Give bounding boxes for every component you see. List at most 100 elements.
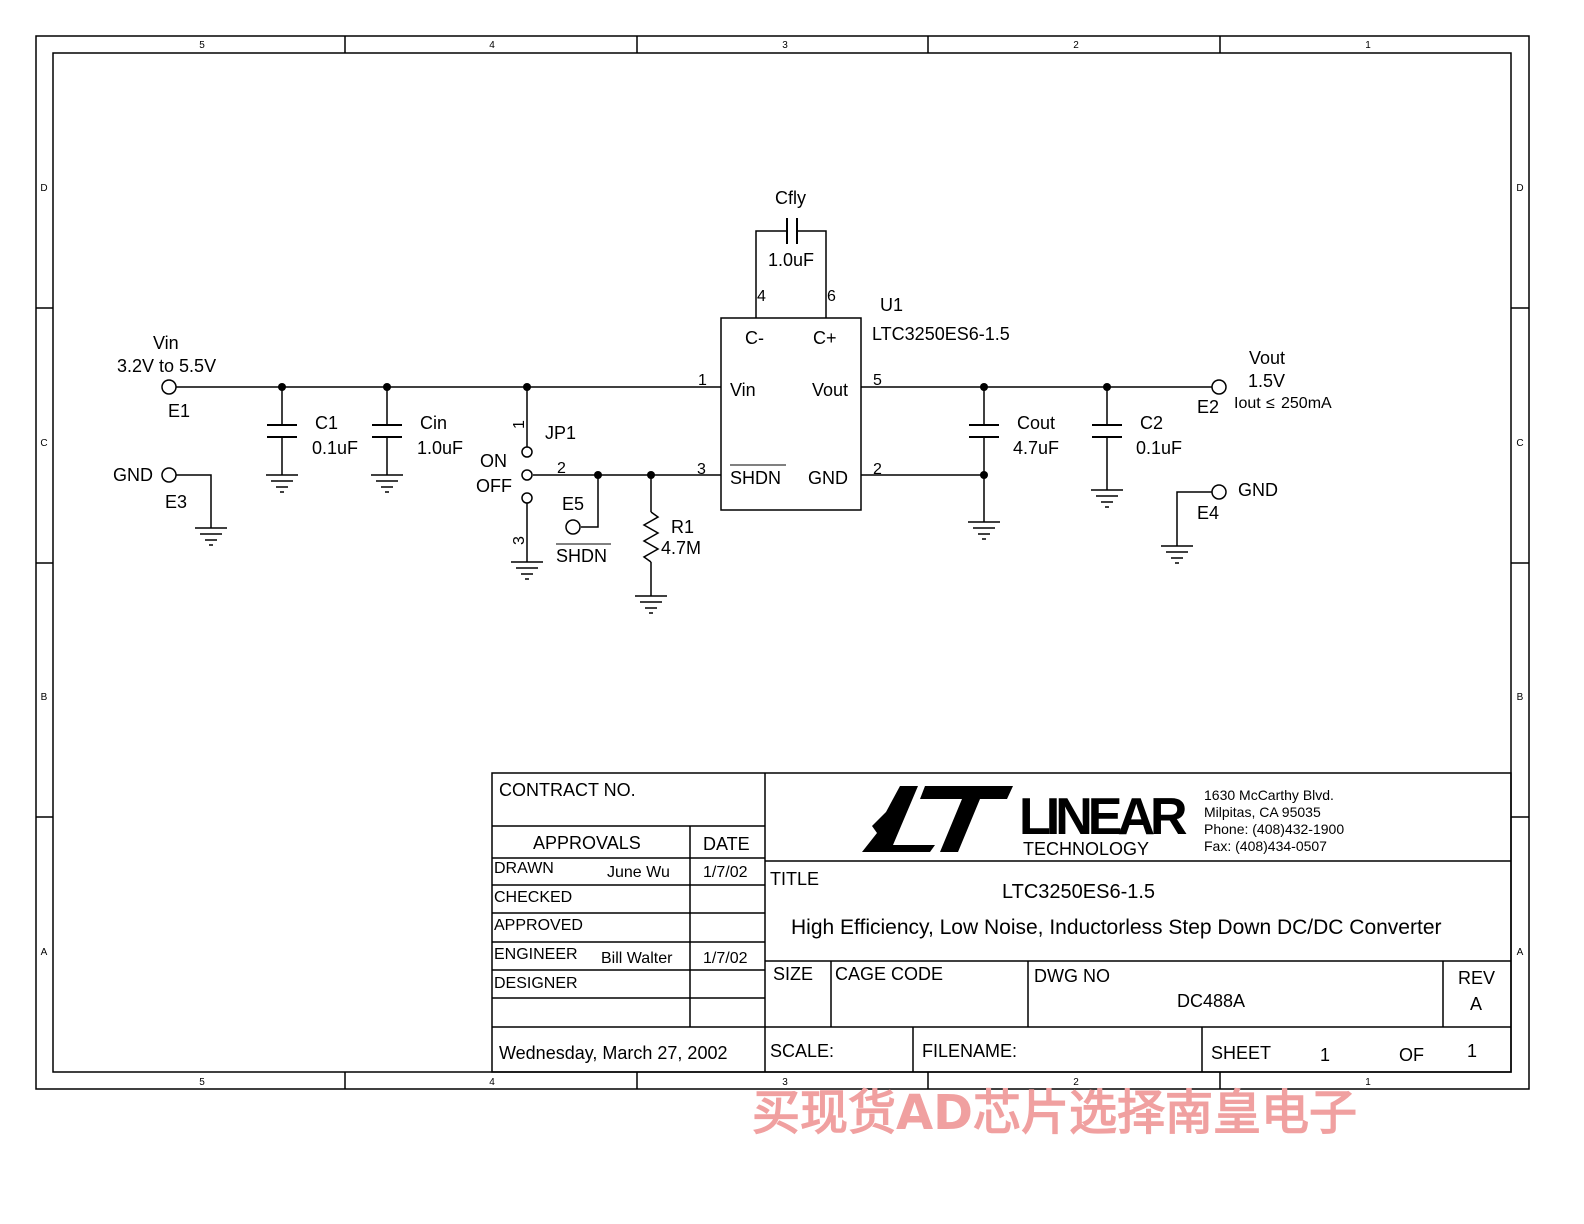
e4-label: E4 [1197,503,1219,523]
col-label-bottom-1: 1 [1365,1077,1371,1088]
ground-cin [371,474,403,493]
ground-r1 [635,595,667,614]
pin-number-6: 6 [827,288,836,305]
col-label-top-4: 4 [489,40,495,51]
vout-value: 1.5V [1248,371,1285,391]
jp1-pin-number-3: 3 [511,536,528,545]
sheet-label: SHEET [1211,1043,1271,1063]
ground-e3 [195,527,227,546]
logo-mark-right [920,786,1013,852]
c1-value: 0.1uF [312,438,358,458]
address-line-1: 1630 McCarthy Blvd. [1204,787,1334,803]
c2-value: 0.1uF [1136,438,1182,458]
title-label: TITLE [770,869,819,889]
cout-name: Cout [1017,413,1055,433]
drawn-date: 1/7/02 [703,864,748,881]
drawn-name: June Wu [607,864,670,881]
jp1-on-label: ON [480,451,507,471]
row-label-left-a: A [41,947,48,958]
u1-pin-gnd: GND [808,468,848,488]
e3-label: E3 [165,492,187,512]
ground-c1 [266,474,298,493]
pin-number-4: 4 [757,288,766,305]
e2-label: E2 [1197,397,1219,417]
terminals [161,379,1227,535]
col-label-top-5: 5 [199,40,205,51]
cage-code-label: CAGE CODE [835,964,943,984]
contract-no-label: CONTRACT NO. [499,780,636,800]
cout-value: 4.7uF [1013,438,1059,458]
cfly-value: 1.0uF [768,250,814,270]
ground-jp1 [511,561,543,580]
designer-label: DESIGNER [494,975,578,992]
linear-logo [862,786,1013,852]
col-label-top-3: 3 [782,40,788,51]
u1-pin-vout: Vout [812,380,848,400]
r1-value: 4.7M [661,538,701,558]
cin-value: 1.0uF [417,438,463,458]
col-label-bottom-3: 3 [782,1077,788,1088]
jp1-label: JP1 [545,423,576,443]
c1-name: C1 [315,413,338,433]
row-label-right-b: B [1517,692,1524,703]
u1-name: U1 [880,295,903,315]
dwg-no-label: DWG NO [1034,966,1110,986]
gnd-left-label: GND [113,465,153,485]
vout-label: Vout [1249,348,1285,368]
u1-pin-shdn: SHDN [730,468,781,488]
ground-cout [968,521,1000,540]
iout-le-symbol: ≤ [1266,395,1275,412]
terminal-e2 [1211,379,1227,395]
jp1-pin2-terminal [521,469,533,481]
e1-label: E1 [168,401,190,421]
col-label-bottom-5: 5 [199,1077,205,1088]
title-description: High Efficiency, Low Noise, Inductorless… [791,916,1442,939]
logo-word: LINEAR [1019,788,1187,846]
logo-mark-left [862,786,935,852]
address-line-2: Milpitas, CA 95035 [1204,804,1321,820]
scale-label: SCALE: [770,1041,834,1061]
gnd-right-label: GND [1238,480,1278,500]
row-label-left-c: C [40,438,47,449]
pin-number-1: 1 [698,372,707,389]
row-label-left-d: D [40,183,47,194]
print-date: Wednesday, March 27, 2002 [499,1043,727,1063]
terminal-e1 [161,379,177,395]
jp1-pin1-terminal [521,446,533,458]
row-label-right-c: C [1516,438,1523,449]
u1-body [720,317,862,511]
logo-subtitle: TECHNOLOGY [1023,839,1149,859]
title-block-lines [491,772,1512,1073]
engineer-date: 1/7/02 [703,950,748,967]
vin-range: 3.2V to 5.5V [117,356,216,376]
title-part: LTC3250ES6-1.5 [1002,881,1155,903]
rev-value: A [1470,994,1482,1014]
checked-label: CHECKED [494,889,572,906]
row-label-right-a: A [1517,947,1524,958]
jp1-pin-number-1: 1 [511,420,528,429]
col-label-bottom-2: 2 [1073,1077,1079,1088]
c2-name: C2 [1140,413,1163,433]
iout-value: 250mA [1281,395,1332,412]
address-phone: Phone: (408)432-1900 [1204,821,1344,837]
engineer-label: ENGINEER [494,946,578,963]
u1-pin-cminus: C- [745,328,764,348]
approvals-header: APPROVALS [533,833,641,853]
col-label-bottom-4: 4 [489,1077,495,1088]
vin-label: Vin [153,333,179,353]
wires [176,230,1212,596]
rev-label: REV [1458,968,1495,988]
ground-symbols [195,474,1193,614]
sheet-number: 1 [1320,1045,1330,1065]
sheet-total: 1 [1467,1041,1477,1061]
capacitor-plates [267,218,1122,438]
jp1-pin-number-2: 2 [557,460,566,477]
address-fax: Fax: (408)434-0507 [1204,838,1327,854]
date-header: DATE [703,834,750,854]
watermark-text: 买现货AD芯片选择南皇电子 [752,1085,1357,1141]
terminal-e3 [161,467,177,483]
cin-name: Cin [420,413,447,433]
col-label-top-1: 1 [1365,40,1371,51]
jp1-off-label: OFF [476,476,512,496]
